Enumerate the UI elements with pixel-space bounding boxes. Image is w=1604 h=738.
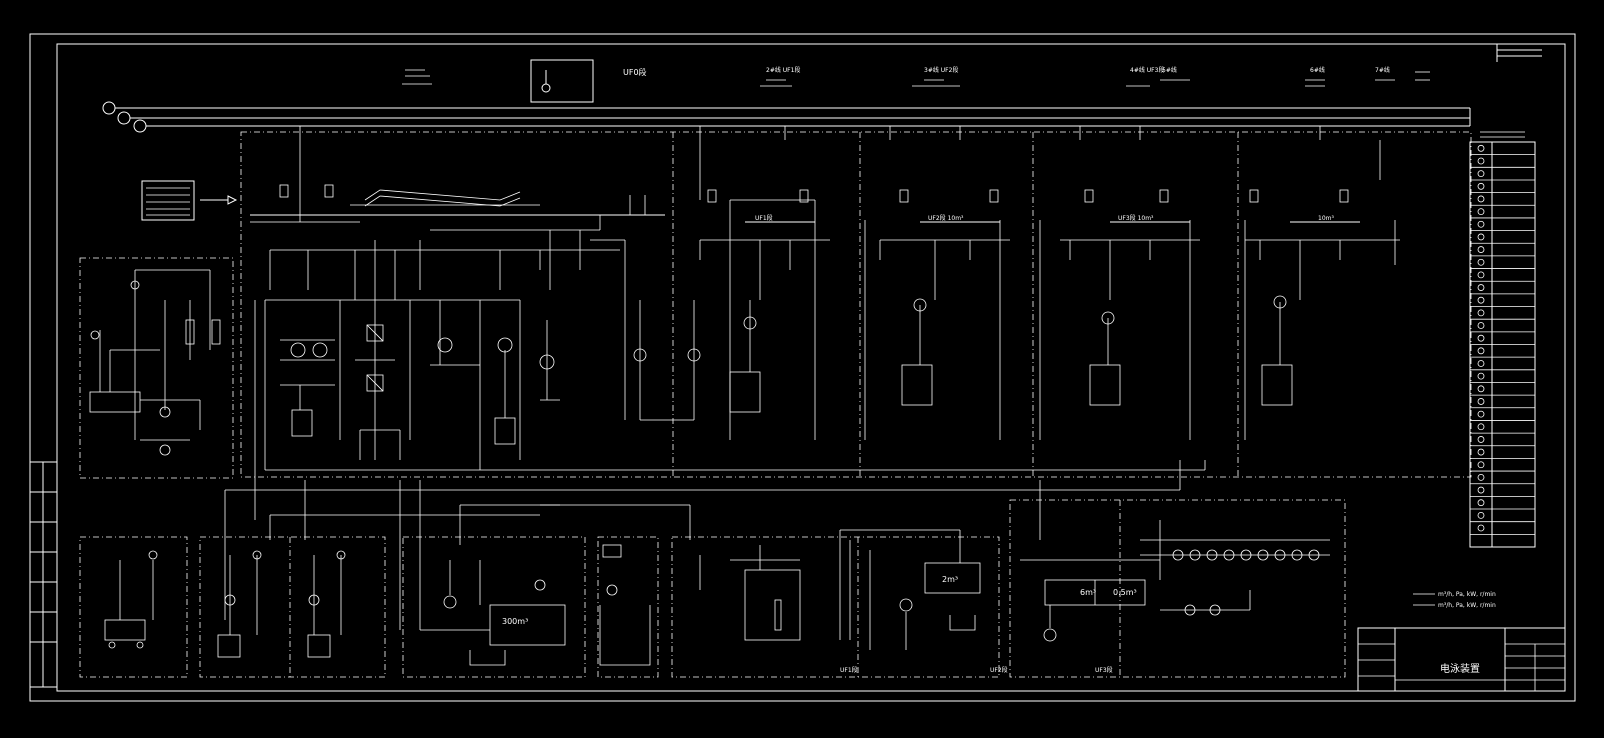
legend-symbol-icon — [1477, 284, 1485, 291]
legend-symbol-icon — [1477, 296, 1485, 304]
legend-symbol-icon — [1477, 144, 1485, 152]
legend-symbol-icon — [1477, 410, 1485, 418]
legend-symbol-icon — [1477, 511, 1485, 519]
legend-symbol-icon — [1477, 473, 1485, 481]
uf-tank-label: 2m³ — [942, 575, 958, 584]
legend-symbol-icon — [1477, 170, 1485, 178]
legend-symbol-icon — [1477, 271, 1485, 279]
top-label: 6#线 — [1310, 66, 1325, 74]
legend-symbol-icon — [1477, 182, 1485, 190]
top-label: 4#线 UF3段 — [1130, 66, 1164, 74]
pipe-origin-icon — [117, 111, 131, 125]
top-label: 2#线 UF1段 — [766, 66, 800, 74]
legend-symbol-icon — [1477, 208, 1485, 216]
legend-symbol-icon — [1477, 246, 1485, 253]
header-pipes — [102, 101, 1471, 133]
section-label: UF3段 — [1095, 666, 1113, 674]
inner-frame — [56, 43, 1566, 692]
legend-symbol-icon — [1477, 334, 1485, 342]
revision-block — [29, 461, 58, 688]
section-1-piping — [254, 126, 701, 520]
bottom-equipment — [104, 520, 1330, 666]
legend-symbol-icon — [1477, 220, 1485, 228]
unit-note: m³/h, Pa, kW, r/min — [1438, 602, 1496, 609]
legend-symbol-icon — [1477, 461, 1485, 469]
outer-frame — [29, 33, 1576, 702]
info-box — [141, 180, 238, 221]
uf-bar-label: UF1段 — [755, 214, 773, 222]
pipe-origin-icon — [102, 101, 116, 115]
legend-symbol-icon — [1477, 385, 1485, 393]
legend-symbol-icon — [1477, 499, 1485, 507]
uf-section-3 — [1039, 126, 1200, 440]
uf-bar-labels: UF1段 UF2段 10m³ UF3段 10m³ 10m³ — [745, 214, 1360, 223]
top-label: 5#线 — [1162, 66, 1177, 74]
legend-symbol-icon — [1477, 347, 1485, 355]
tank-6m-label: 6m³ — [1080, 588, 1096, 597]
main-tank-label: 300m³ — [502, 617, 528, 626]
legend-symbol-icon — [1477, 486, 1485, 494]
legend-symbol-icon — [1477, 309, 1485, 317]
legend-symbol-icon — [1477, 233, 1485, 241]
legend-symbol-icon — [1477, 195, 1485, 203]
legend-symbol-icon — [1477, 448, 1485, 456]
legend-symbol-icon — [1477, 360, 1485, 367]
legend-symbol-icon — [1477, 524, 1485, 532]
conveyor-line — [350, 189, 540, 207]
title-block: 电泳装置 — [1357, 627, 1566, 692]
filter-row — [1172, 549, 1320, 561]
instrument-circle-icon — [541, 83, 551, 93]
legend-symbol-icon — [1477, 258, 1485, 266]
drawing-title: 电泳装置 — [1440, 662, 1480, 675]
legend-symbol-icon — [1477, 436, 1485, 443]
uf-section-1 — [699, 126, 830, 440]
lower-pipelines — [224, 460, 1206, 630]
header-labels: UF0段 2#线 UF1段 3#线 UF2段 4#线 UF3段 5#线 6#线 … — [402, 59, 1430, 103]
uf-section-2 — [864, 126, 1010, 440]
header-instrument-box — [530, 59, 594, 103]
legend-table — [1469, 131, 1536, 548]
legend-symbol-icon — [1477, 398, 1485, 405]
legend-symbol-icon — [1477, 157, 1485, 165]
bottom-sections — [79, 499, 1346, 678]
top-label: 7#线 — [1375, 66, 1390, 74]
process-zone-left — [79, 257, 234, 479]
tank-05-label: 0.5m³ — [1113, 588, 1137, 597]
uf-bar-label: UF3段 10m³ — [1118, 214, 1154, 222]
process-zone-upper — [240, 131, 1472, 478]
legend-symbol-icon — [1477, 372, 1485, 380]
left-zone-piping — [89, 269, 221, 456]
legend-symbol-icon — [1477, 423, 1485, 431]
top-label: 3#线 UF2段 — [924, 66, 958, 74]
section-label: UF1段 — [840, 666, 858, 674]
pipe-origin-icon — [133, 119, 147, 133]
legend-symbol-icon — [1477, 322, 1485, 329]
arrow-right-icon — [227, 195, 238, 205]
top-label: UF0段 — [623, 67, 647, 77]
uf-bar-label: 10m³ — [1318, 215, 1334, 222]
uf-bar-label: UF2段 10m³ — [928, 214, 964, 222]
uf-section-4 — [1244, 126, 1400, 440]
section-label: UF2段 — [990, 666, 1008, 674]
unit-note: m³/h, Pa, kW, r/min — [1438, 591, 1496, 598]
